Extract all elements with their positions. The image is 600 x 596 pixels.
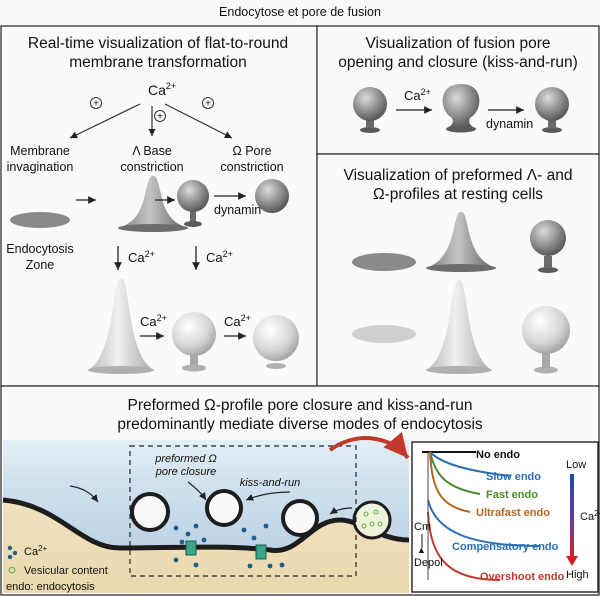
- panel-c-title-1: Visualization of preformed Λ- and: [344, 167, 573, 184]
- page-title: Endocytose et pore de fusion: [219, 5, 381, 19]
- label-no-endo: No endo: [476, 449, 520, 461]
- depol-marker-icon: ▲: [417, 545, 426, 555]
- panel-b-title-2: opening and closure (kiss-and-run): [338, 54, 578, 71]
- label-overshoot-endo: Overshoot endo: [480, 571, 565, 583]
- graph-box: [411, 441, 599, 593]
- ca-label-down-1: Ca2+: [128, 249, 155, 265]
- label-depol: Depol: [414, 557, 443, 569]
- omega-profile-light: [172, 312, 216, 372]
- gradient-arrow-icon: [566, 556, 578, 566]
- arrow-ca-invag: [69, 103, 141, 139]
- label-invagination-2: invagination: [7, 160, 74, 174]
- arrow-curve: [187, 481, 207, 501]
- plus-icon: +: [202, 97, 214, 110]
- omega-vesicle-left: [130, 492, 170, 532]
- svg-text:+: +: [205, 99, 211, 110]
- panel-a-title-1: Real-time visualization of flat-to-round: [28, 35, 288, 52]
- flat-disk-light: [352, 325, 416, 343]
- zoom-arrow: [328, 431, 410, 460]
- omega-resting-light: [522, 306, 570, 374]
- calcium-channel: [255, 544, 267, 560]
- label-low: Low: [566, 459, 586, 471]
- flat-membrane-disk: [10, 212, 70, 228]
- ca-label-down-2: Ca2+: [206, 249, 233, 265]
- arrow-ca-pore: [164, 103, 233, 139]
- plus-icon: +: [154, 110, 166, 123]
- curve-overshoot-endo: [427, 511, 501, 581]
- legend-endo: endo: endocytosis: [6, 581, 95, 593]
- omega-profile-dark: [177, 180, 209, 227]
- curve-fast-endo: [429, 451, 481, 495]
- ca-label-b: Ca2+: [404, 87, 431, 103]
- curve-slow-endo: [429, 451, 511, 477]
- panel-c-title-2: Ω-profiles at resting cells: [373, 186, 543, 203]
- ca-gradient-bar: [570, 474, 574, 556]
- vesicle-light: [253, 315, 299, 369]
- calcium-channel: [185, 540, 197, 556]
- plasma-membrane: [2, 497, 410, 553]
- vesicle-content-circle: [352, 500, 392, 540]
- zone-label-1: Endocytosis: [6, 242, 73, 256]
- ca-label-mid-1: Ca2+: [140, 313, 167, 329]
- omega-closed-vesicle: [353, 87, 387, 133]
- omega-resting-dark: [530, 220, 566, 273]
- focus-box: [129, 445, 357, 577]
- flat-disk-resting: [352, 253, 416, 271]
- curve-compensatory-endo: [427, 499, 541, 547]
- vesicle-detached: [205, 489, 243, 527]
- label-cm: Cm: [414, 521, 431, 533]
- label-base-1: Λ Base: [132, 144, 172, 158]
- omega-open-pore: [442, 84, 480, 133]
- zone-label-2: Zone: [26, 258, 55, 272]
- ca-top-label: Ca2+: [148, 81, 176, 98]
- lambda-resting-dark: [426, 212, 496, 268]
- label-slow-endo: Slow endo: [486, 471, 541, 483]
- arrow-curve: [69, 485, 99, 503]
- label-compensatory-endo: Compensatory endo: [452, 541, 559, 553]
- legend-ca: Ca2+: [24, 544, 48, 558]
- curve-ultrafast-endo: [429, 451, 471, 513]
- vesicular-legend-icon: [8, 566, 16, 574]
- panel-b-title-1: Visualization of fusion pore: [366, 35, 551, 52]
- preformed-label-1: preformed Ω: [154, 453, 217, 465]
- dynamin-label: dynamin: [214, 203, 261, 217]
- ca-label-mid-2: Ca2+: [224, 313, 251, 329]
- preformed-label-2: pore closure: [155, 466, 217, 478]
- label-pore-2: constriction: [220, 160, 283, 174]
- arrow-curve: [245, 491, 291, 501]
- omega-reclosed: [535, 87, 569, 133]
- plus-icon: +: [90, 97, 102, 110]
- svg-text:+: +: [157, 112, 163, 123]
- dynamin-label-b: dynamin: [486, 117, 533, 131]
- kiss-and-run-label: kiss-and-run: [240, 477, 301, 489]
- label-pore-1: Ω Pore: [232, 144, 271, 158]
- svg-text:+: +: [93, 99, 99, 110]
- arrow-curve: [329, 507, 353, 515]
- label-fast-endo: Fast endo: [486, 489, 538, 501]
- panel-d-title-2: predominantly mediate diverse modes of e…: [117, 416, 483, 433]
- label-ca-axis: Ca2+: [580, 509, 600, 523]
- label-invagination-1: Membrane: [10, 144, 70, 158]
- lambda-profile-dark: [118, 176, 188, 228]
- vesicle-dark: [255, 179, 289, 213]
- lambda-profile-light: [88, 278, 154, 370]
- label-high: High: [566, 569, 589, 581]
- omega-vesicle-right: [281, 499, 319, 537]
- label-base-2: constriction: [120, 160, 183, 174]
- panel-a-title-2: membrane transformation: [69, 54, 246, 71]
- legend-vesicular: Vesicular content: [24, 565, 108, 577]
- calcium-dots: [173, 523, 285, 569]
- ca-legend-icon: [7, 545, 13, 551]
- panel-d-title-1: Preformed Ω-profile pore closure and kis…: [128, 397, 473, 414]
- label-ultrafast-endo: Ultrafast endo: [476, 507, 550, 519]
- lambda-resting-light: [426, 280, 492, 370]
